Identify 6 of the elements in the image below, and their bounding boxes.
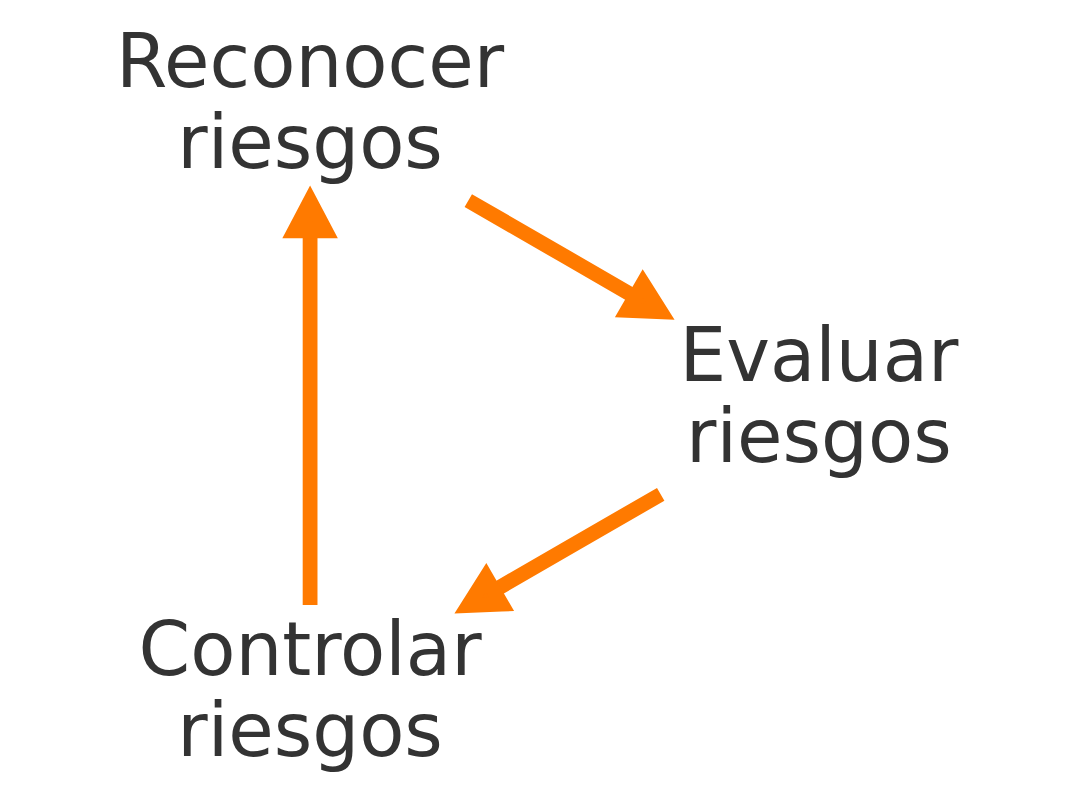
node-text: Controlar riesgos xyxy=(138,605,482,773)
node-text: Evaluar riesgos xyxy=(679,311,959,480)
arrow xyxy=(454,487,665,614)
arrow xyxy=(464,194,675,320)
node-text: Reconocer riesgos xyxy=(116,18,505,186)
arrow xyxy=(282,185,338,605)
